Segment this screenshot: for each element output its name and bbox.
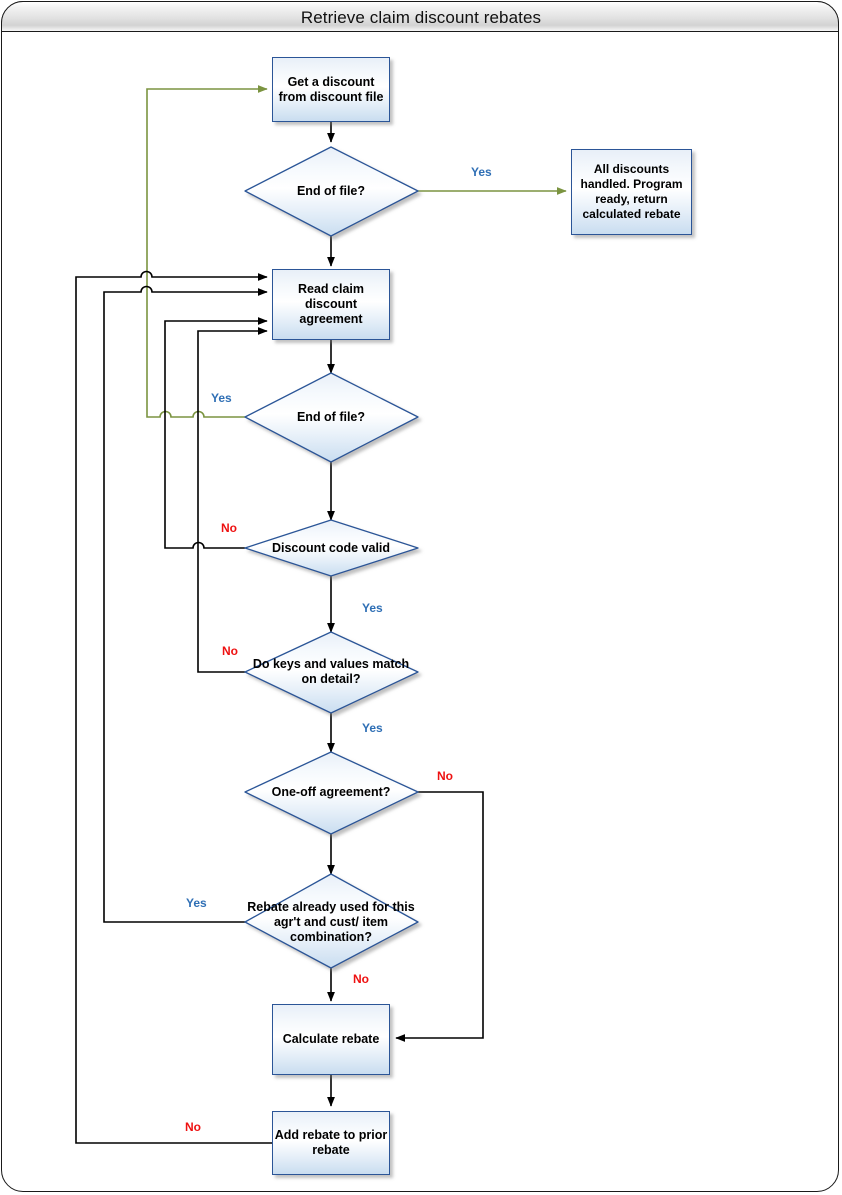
- decision-eof-agreement-label: End of file?: [296, 409, 366, 424]
- node-read-claim-discount-agreement-label: Read claim discount agreement: [297, 282, 364, 326]
- decision-keys-match-text: Do keys and values match on detail?: [249, 645, 413, 699]
- edge-label-code-valid-yes: Yes: [362, 601, 383, 615]
- node-add-rebate-to-prior-rebate[interactable]: Add rebate to prior rebate: [272, 1111, 390, 1175]
- node-add-rebate-to-prior-rebate-label: Add rebate to prior rebate: [274, 1128, 388, 1157]
- decision-one-off-label: One-off agreement?: [271, 784, 391, 799]
- decision-code-valid-label: Discount code valid: [271, 540, 391, 555]
- decision-code-valid-text: Discount code valid: [249, 530, 413, 566]
- node-calculate-rebate[interactable]: Calculate rebate: [272, 1004, 390, 1075]
- node-calculate-rebate-label: Calculate rebate: [282, 1032, 380, 1046]
- decision-rebate-used-label: Rebate already used for this agr't and c…: [247, 899, 415, 944]
- node-all-discounts-handled-label: All discounts handled. Program ready, re…: [580, 162, 683, 221]
- edge-label-eof-discount-yes: Yes: [471, 165, 492, 179]
- decision-one-off-text: One-off agreement?: [249, 774, 413, 810]
- node-get-discount-label: Get a discount from discount file: [278, 74, 384, 104]
- edge-label-keys-match-yes: Yes: [362, 721, 383, 735]
- decision-eof-discount-text: End of file?: [251, 167, 411, 215]
- decision-eof-discount-label: End of file?: [296, 183, 366, 198]
- node-get-discount[interactable]: Get a discount from discount file: [272, 57, 390, 122]
- edge-label-add-rebate-no: No: [185, 1120, 201, 1134]
- edge-label-rebate-used-yes: Yes: [186, 896, 207, 910]
- node-all-discounts-handled[interactable]: All discounts handled. Program ready, re…: [571, 149, 692, 235]
- decision-rebate-used-text: Rebate already used for this agr't and c…: [244, 889, 418, 955]
- decision-keys-match-label: Do keys and values match on detail?: [252, 657, 410, 686]
- node-read-claim-discount-agreement[interactable]: Read claim discount agreement: [272, 269, 390, 340]
- edge-label-one-off-no: No: [437, 769, 453, 783]
- edge-label-keys-match-no: No: [222, 644, 238, 658]
- page-title: Retrieve claim discount rebates: [300, 8, 542, 27]
- edge-label-rebate-used-no: No: [353, 972, 369, 986]
- edge-label-code-valid-no: No: [221, 521, 237, 535]
- edge-label-eof-agreement-yes: Yes: [211, 391, 232, 405]
- decision-eof-agreement-text: End of file?: [251, 393, 411, 441]
- title-bar: Retrieve claim discount rebates: [1, 1, 839, 32]
